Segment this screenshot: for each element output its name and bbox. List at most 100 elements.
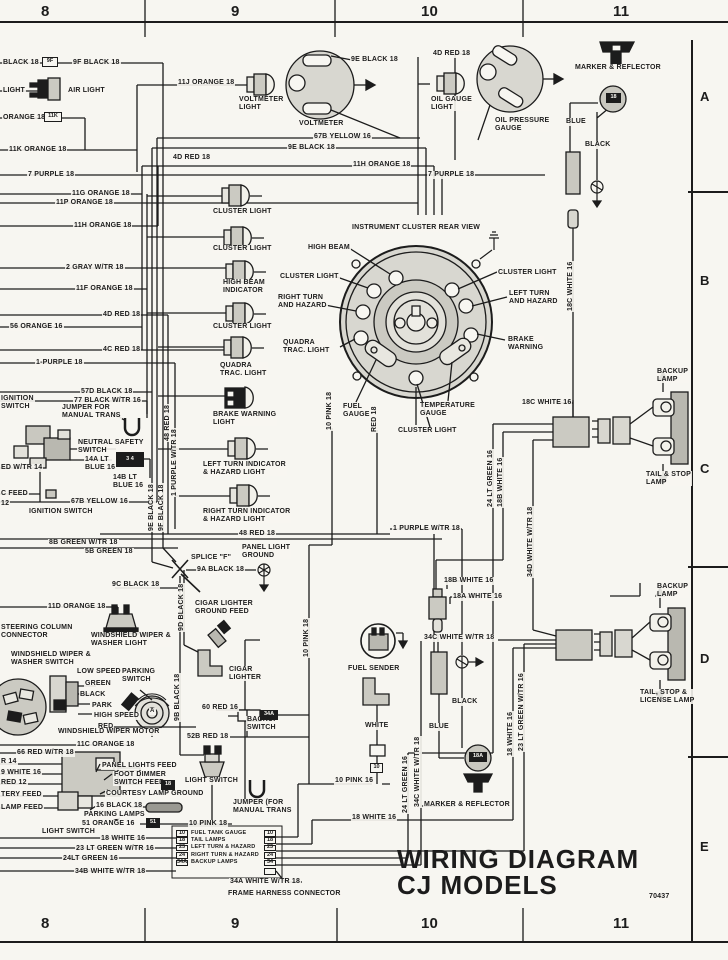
v-18-white-16: 18 WHITE 16 — [507, 710, 515, 757]
instrument-cluster-icon — [324, 245, 508, 428]
wire-34b-white-wtr-18: 34B WHITE W/TR 18 — [74, 868, 147, 876]
frame-pin-function-34A: BACKUP LAMPS — [191, 859, 238, 866]
black: BLACK — [79, 691, 107, 699]
wire-11h-orange-18: 11H ORANGE 18 — [73, 222, 133, 230]
high-beam-indicator: HIGH BEAM INDICATOR — [222, 279, 266, 295]
v-1-purple-wtr-18: 1 PURPLE W/TR 18 — [171, 428, 179, 497]
panel-light-ground: PANEL LIGHT GROUND — [241, 544, 292, 560]
high-speed: HIGH SPEED — [93, 712, 141, 720]
wire-black-18-cut: BLACK 18 — [2, 59, 40, 67]
wire-4d-red-18-top: 4D RED 18 — [432, 50, 472, 58]
light-switch: LIGHT SWITCH — [41, 828, 96, 836]
wire-18a-white-16: 18A WHITE 16 — [452, 593, 504, 601]
v-9d-black-18: 9D BLACK 18 — [178, 582, 186, 632]
ground-icon-mid-right — [455, 655, 485, 669]
v-red-18: RED 18 — [371, 405, 379, 433]
wire-5b-green-18: 5B GREEN 18 — [84, 548, 134, 556]
windshield-wiper-motor: WINDSHIELD WIPER MOTOR — [57, 728, 161, 736]
frame-pin-empty — [264, 868, 276, 875]
ruler-col-top-9: 9 — [231, 3, 240, 20]
red: RED — [97, 723, 115, 731]
document-number: 70437 — [648, 893, 671, 901]
jumper-for-manual-trans-2: JUMPER (FOR MANUAL TRANS — [232, 799, 293, 815]
wire-red-12-cut: RED 12 — [0, 779, 28, 787]
wire-11d-orange-18: 11D ORANGE 18 — [47, 603, 107, 611]
temperature-gauge: TEMPERATURE GAUGE — [419, 402, 476, 418]
v-34c-white-wtr-18: 34C WHITE W/TR 18 — [414, 735, 422, 808]
frame-pin-left-24: 24 — [176, 852, 188, 859]
wire-66-red-wtr-18: 66 RED W/TR 18 — [16, 749, 75, 757]
courtesy-lamp-ground: COURTESY LAMP GROUND — [105, 790, 205, 798]
wire-14b-lt-blue-16: 14B LT BLUE 16 — [112, 474, 145, 490]
cluster-light-1: CLUSTER LIGHT — [212, 208, 273, 216]
wire-67b-yellow-16: 67B YELLOW 16 — [70, 498, 129, 506]
wire-9c-black-18: 9C BLACK 18 — [111, 581, 161, 589]
jumper-manual-trans: JUMPER FOR MANUAL TRANS — [61, 404, 122, 420]
frame-pin-left-23: 23 — [176, 845, 188, 852]
wire-51-orange-16: 51 ORANGE 16 — [81, 820, 136, 828]
v-9b-black-18: 9B BLACK 18 — [174, 672, 182, 722]
box-11k: 11K — [44, 112, 62, 122]
cluster-ground-icon — [479, 231, 499, 260]
cigar-lighter-ground-feed: CIGAR LIGHTER GROUND FEED — [194, 600, 254, 616]
v-9e-black-18: 9E BLACK 18 — [148, 483, 156, 532]
frame-pin-left-10: 10 — [176, 830, 188, 837]
oil-gauge-light-icon — [418, 72, 465, 95]
frame-pin-left-34A: 34A — [176, 859, 188, 867]
ruler-row-A: A — [700, 89, 710, 104]
panel-light-ground-icon — [257, 563, 271, 593]
frame-pin-right-18: 18 — [264, 837, 276, 844]
panel-lights-feed: PANEL LIGHTS FEED — [101, 762, 178, 770]
diagram-title-line2: CJ MODELS — [397, 870, 558, 900]
v-18b-white-16: 18B WHITE 16 — [497, 456, 505, 508]
wire-8b-green-wtr-18: 8B GREEN W/TR 18 — [48, 539, 119, 547]
wire-2-gray-wtr-18: 2 GRAY W/TR 18 — [65, 264, 125, 272]
cluster-light-l: CLUSTER LIGHT — [279, 273, 340, 281]
wire-9f-black-18: 9F BLACK 18 — [72, 59, 121, 67]
windshield-wiper-washer-light: WINDSHIELD WIPER & WASHER LIGHT — [90, 632, 172, 648]
oil-gauge-light: OIL GAUGE LIGHT — [430, 96, 473, 112]
ruler-col-bottom-9: 9 — [231, 915, 240, 932]
ruler-col-bottom-8: 8 — [41, 915, 50, 932]
frame-pin-right-10: 10 — [264, 830, 276, 837]
box-9f: 9F — [42, 57, 58, 67]
cluster-light-b: CLUSTER LIGHT — [397, 427, 458, 435]
wire-60-red-16: 60 RED 16 — [201, 704, 240, 712]
lamp-feed-cut: LAMP FEED — [0, 804, 45, 812]
quadra-trac-light: QUADRA TRAC. LIGHT — [219, 362, 268, 378]
voltmeter-light: VOLTMETER LIGHT — [238, 96, 285, 112]
wire-56-orange-16: 56 ORANGE 16 — [9, 323, 64, 331]
fuel-sender-icon — [360, 623, 409, 763]
marker-reflector-bottom: MARKER & REFLECTOR — [423, 801, 511, 809]
wire-11f-orange-18: 11F ORANGE 18 — [75, 285, 134, 293]
v-10-pink-18: 10 PINK 18 — [326, 390, 334, 431]
parking-lamps: PARKING LAMPS — [83, 811, 146, 819]
steering-column-connector-icon — [0, 678, 47, 736]
splice-f-mark — [171, 559, 201, 593]
v-24-lt-green-16-b: 24 LT GREEN 16 — [402, 754, 410, 814]
box-10-fuel: 10 — [370, 763, 383, 773]
v-24-lt-green-16: 24 LT GREEN 16 — [487, 448, 495, 508]
cigar-lighter: CIGAR LIGHTER — [228, 666, 263, 682]
white: WHITE — [364, 722, 390, 730]
ruler-col-top-10: 10 — [421, 3, 439, 20]
quadra-trac-light-c: QUADRA TRAC. LIGHT — [282, 339, 331, 355]
ground-icon-top-right — [590, 180, 604, 209]
oil-pressure-gauge-icon — [454, 45, 565, 160]
box-34a-backup: 34A — [260, 710, 278, 720]
wire-52b-red-18: 52B RED 18 — [186, 733, 230, 741]
v-34d-white-wtr-18: 34D WHITE W/TR 18 — [527, 505, 535, 578]
wire-9e-black-18-top: 9E BLACK 18 — [350, 56, 399, 64]
wire-10-pink-16: 10 PINK 16 — [334, 777, 375, 785]
brake-warning: BRAKE WARNING — [507, 336, 545, 352]
wire-4c-red-18: 4C RED 18 — [102, 346, 142, 354]
marker-reflector-top: MARKER & REFLECTOR — [574, 64, 662, 72]
wire-18-white-16: 18 WHITE 16 — [100, 835, 147, 843]
wire-blue: BLUE — [565, 118, 587, 126]
wire-4d-red-18-b: 4D RED 18 — [172, 154, 212, 162]
foot-dimmer-switch-feed: FOOT DIMMER SWITCH FEED — [113, 771, 167, 787]
cluster-light-r: CLUSTER LIGHT — [497, 269, 558, 277]
voltmeter-gauge-icon — [285, 50, 401, 139]
